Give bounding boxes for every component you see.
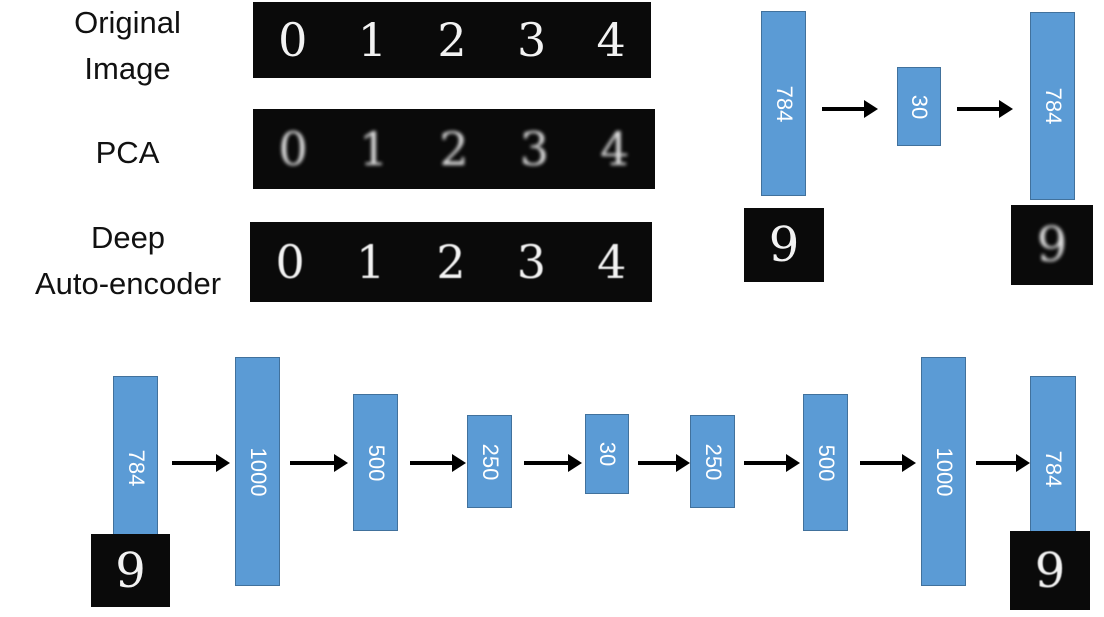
digit: 9 — [115, 542, 146, 599]
row-label-line: Deep — [90, 220, 166, 255]
layer-block: 250 — [467, 415, 512, 508]
arrow-icon — [744, 454, 800, 472]
row-label-line: Original — [74, 5, 181, 40]
layer-size-label: 784 — [1041, 450, 1066, 488]
output-digit-image: 9 — [1010, 531, 1090, 610]
layer-block: 500 — [803, 394, 848, 531]
layer-block: 30 — [897, 67, 941, 146]
row-label-original: Original Image — [20, 0, 235, 92]
digit: 9 — [1036, 217, 1068, 273]
digit: 3 — [516, 235, 546, 289]
digit: 4 — [600, 122, 630, 176]
output-digit-image: 9 — [1011, 205, 1093, 285]
pca-image-strip: 0 1 2 3 4 — [253, 109, 655, 189]
input-digit-image: 9 — [91, 534, 170, 607]
layer-size-label: 1000 — [245, 447, 271, 496]
layer-size-label: 30 — [595, 441, 620, 467]
layer-size-label: 500 — [813, 444, 839, 481]
row-label-deep-autoencoder: Deep Auto-encoder — [14, 215, 242, 307]
layer-block: 250 — [690, 415, 735, 508]
layer-size-label: 784 — [1040, 87, 1066, 125]
input-digit-image: 9 — [744, 208, 824, 282]
digit: 3 — [519, 122, 549, 176]
layer-size-label: 784 — [123, 449, 149, 487]
digit: 0 — [278, 122, 308, 176]
layer-size-label: 1000 — [931, 447, 957, 496]
layer-block: 784 — [1030, 12, 1075, 200]
arrow-icon — [290, 454, 348, 472]
layer-block: 500 — [353, 394, 398, 531]
row-label-line: PCA — [95, 135, 160, 170]
layer-block: 30 — [585, 414, 629, 494]
digit: 2 — [437, 13, 467, 67]
digit: 9 — [768, 217, 800, 273]
row-label-line: Auto-encoder — [34, 266, 222, 301]
digit: 0 — [278, 13, 308, 67]
digit: 0 — [275, 235, 305, 289]
layer-size-label: 500 — [363, 444, 389, 481]
original-image-strip: 0 1 2 3 4 — [253, 2, 651, 78]
layer-block: 1000 — [921, 357, 966, 586]
arrow-icon — [822, 100, 878, 118]
arrow-icon — [957, 100, 1013, 118]
arrow-icon — [638, 454, 690, 472]
layer-size-label: 250 — [477, 443, 503, 480]
layer-block: 784 — [761, 11, 806, 196]
digit: 2 — [436, 235, 466, 289]
layer-block: 784 — [113, 376, 158, 560]
arrow-icon — [410, 454, 466, 472]
layer-size-label: 250 — [700, 443, 726, 480]
digit: 9 — [1034, 542, 1066, 599]
deep-autoencoder-image-strip: 0 1 2 3 4 — [250, 222, 652, 302]
arrow-icon — [860, 454, 916, 472]
digit: 4 — [597, 235, 627, 289]
digit: 3 — [516, 13, 547, 67]
digit: 1 — [358, 122, 389, 176]
digit: 1 — [355, 235, 386, 289]
layer-block: 1000 — [235, 357, 280, 586]
row-label-line: Image — [84, 51, 171, 86]
digit: 4 — [596, 13, 626, 67]
digit: 2 — [439, 122, 469, 176]
arrow-icon — [524, 454, 582, 472]
layer-size-label: 30 — [907, 94, 932, 119]
digit: 1 — [357, 13, 388, 67]
arrow-icon — [172, 454, 230, 472]
arrow-icon — [976, 454, 1030, 472]
row-label-pca: PCA — [20, 130, 235, 176]
layer-size-label: 784 — [771, 85, 797, 122]
